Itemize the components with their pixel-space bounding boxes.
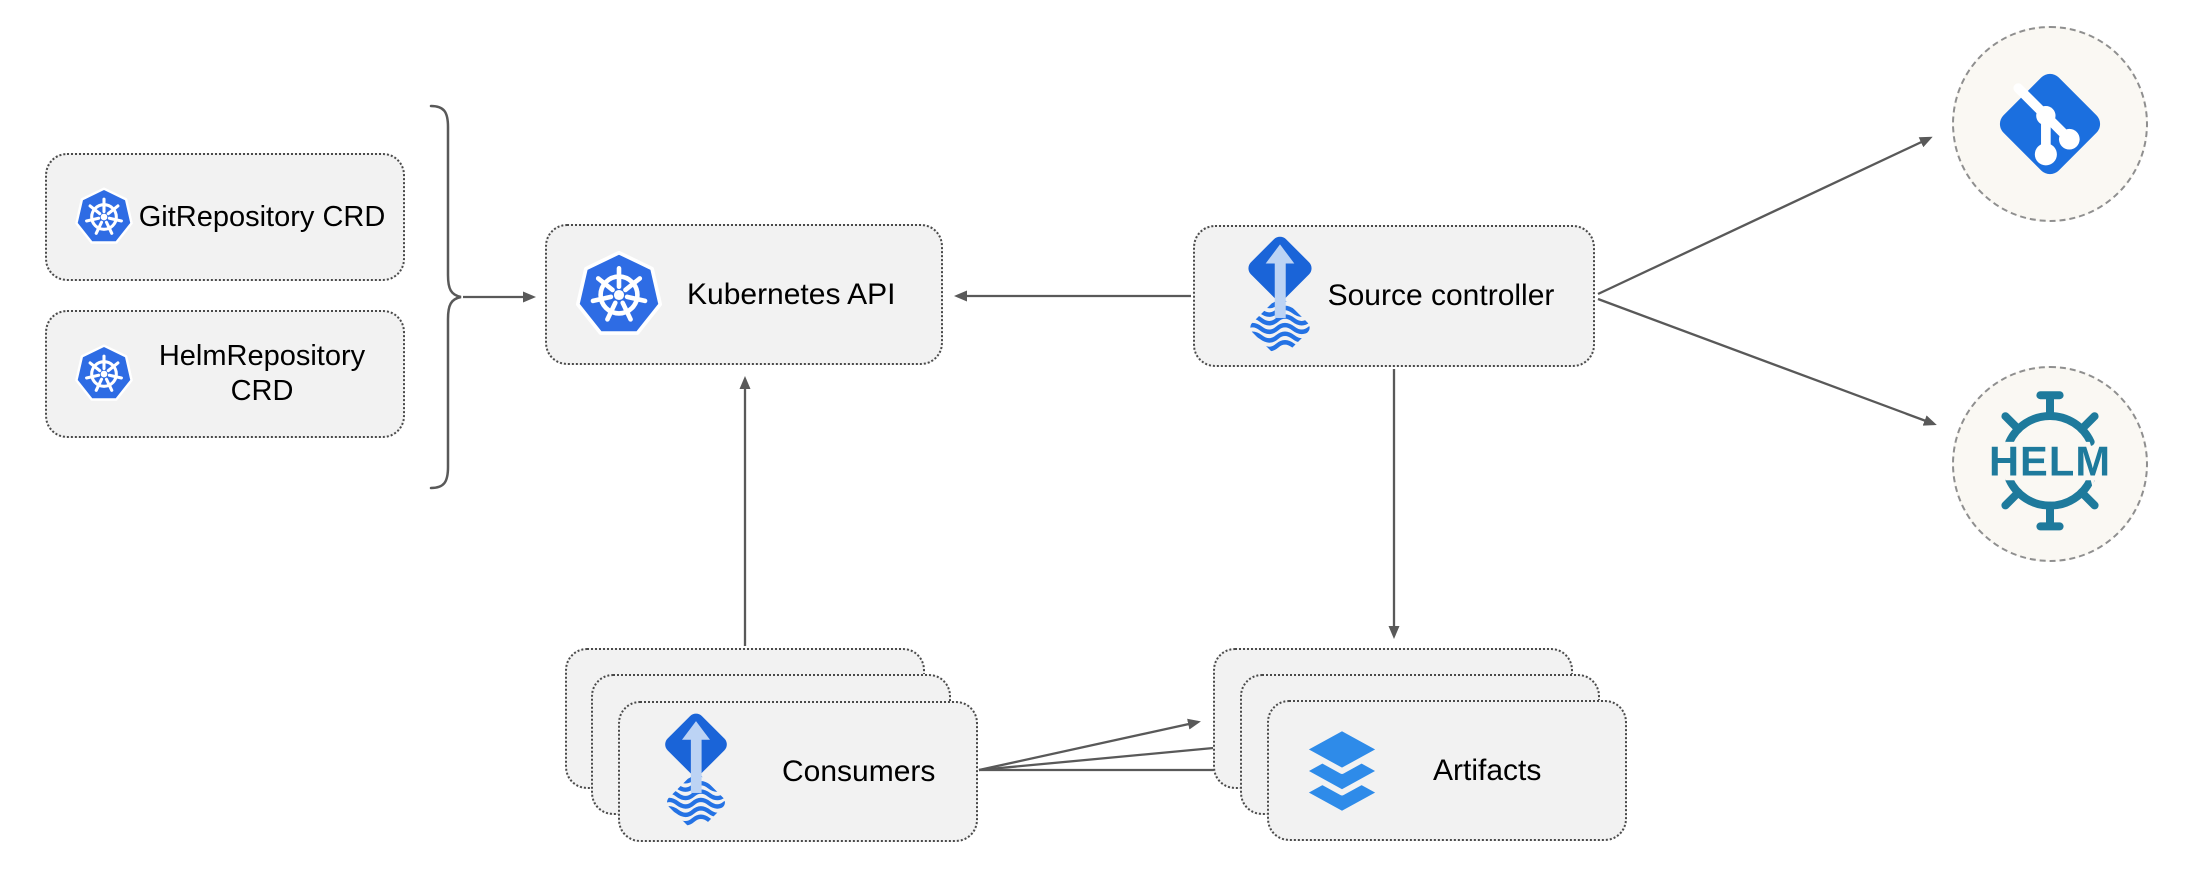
kubernetes-icon [75,187,133,244]
arrow-consumers-to-artifacts-2 [978,742,1227,772]
endpoint-git [1952,26,2148,222]
git-icon [1999,73,2101,175]
node-artifacts: Artifacts [1267,700,1627,841]
node-label: Kubernetes API [687,277,896,311]
kubernetes-icon [575,250,663,335]
helm-icon: HELM [1984,391,2115,531]
node-consumers: Consumers [618,701,978,842]
node-source-controller: Source controller [1193,225,1595,367]
arrow-consumers-to-artifacts-1 [978,718,1201,772]
node-label: Source controller [1327,279,1555,312]
crd-group-brace [429,104,462,490]
node-helmrepository-crd: HelmRepository CRD [45,310,405,438]
node-label: Consumers [782,754,936,788]
flux-source-controller-icon [1247,236,1312,352]
endpoint-helm: HELM [1952,366,2148,562]
layers-icon [1299,724,1385,817]
helm-logo-text: HELM [1989,438,2111,485]
node-label: Artifacts [1433,753,1542,787]
node-label: HelmRepository CRD [158,340,366,407]
node-label: GitRepository CRD [138,200,386,233]
node-kubernetes-api: Kubernetes API [545,224,943,365]
kubernetes-icon [75,344,133,401]
node-gitrepository-crd: GitRepository CRD [45,153,405,281]
arrow-source-to-git [1597,136,1933,296]
arrow-source-to-helm [1597,297,1937,426]
flux-source-controller-icon [664,713,728,826]
